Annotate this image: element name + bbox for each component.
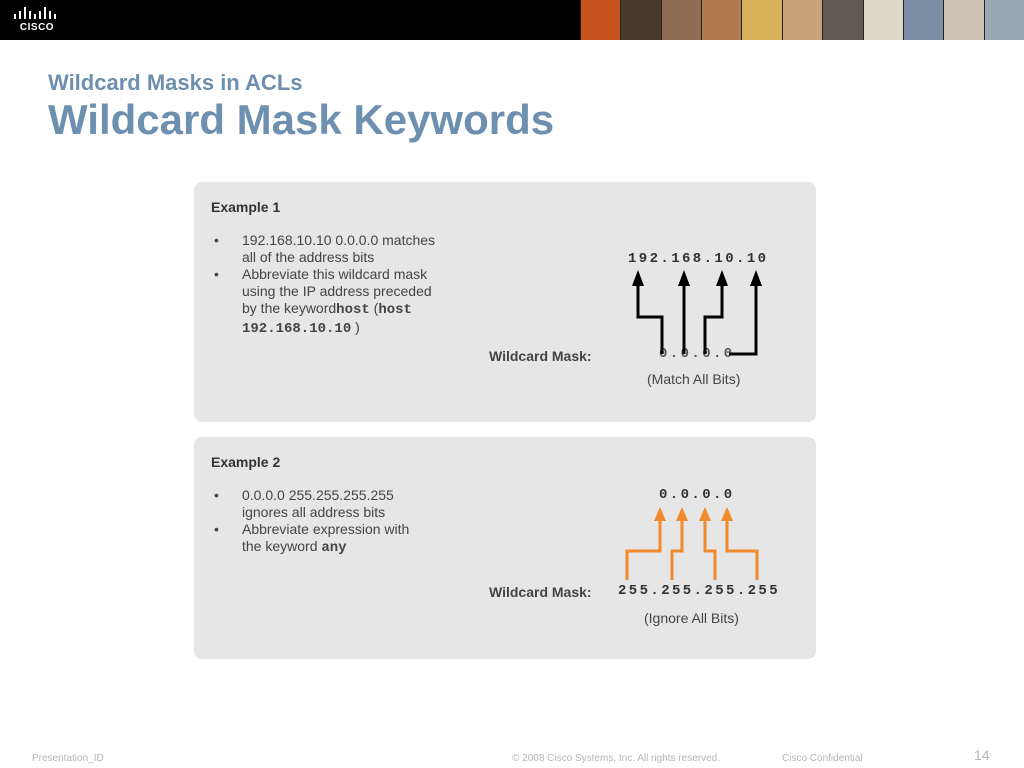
example2-mask-label: Wildcard Mask: [489, 584, 592, 600]
header-photo [983, 0, 1024, 40]
example1-caption: (Match All Bits) [647, 371, 741, 387]
list-item: 0.0.0.0 255.255.255.255 ignores all addr… [211, 487, 451, 521]
presentation-id: Presentation_ID [32, 753, 104, 764]
arrow-head [721, 507, 733, 521]
header-photo [701, 0, 742, 40]
slide-title: Wildcard Mask Keywords [48, 96, 555, 143]
slide-subtitle: Wildcard Masks in ACLs [48, 70, 303, 95]
arrow-head [750, 270, 762, 286]
bullet-text: by the keyword [242, 300, 337, 316]
example1-mask-value: 0.0.0.0 [659, 346, 735, 362]
host-address-example: 192.168.10.10 [242, 321, 352, 337]
header-photo [943, 0, 984, 40]
photo-strip [580, 0, 1024, 40]
arrow-head [654, 507, 666, 521]
header-photo [580, 0, 621, 40]
bit-arrow-line [670, 517, 684, 580]
list-item: 192.168.10.10 0.0.0.0 matches all of the… [211, 232, 451, 266]
bullet-text: 0.0.0.0 255.255.255.255 [242, 487, 394, 503]
example2-heading: Example 2 [211, 454, 281, 470]
bit-arrow-line [725, 517, 759, 580]
any-keyword: any [321, 540, 347, 556]
bullet-text: Abbreviate expression with [242, 521, 410, 537]
example2-bullets: 0.0.0.0 255.255.255.255 ignores all addr… [211, 487, 451, 557]
example1-mask-label: Wildcard Mask: [489, 348, 592, 364]
bullet-text: all of the address bits [242, 249, 375, 265]
bullet-text: using the IP address preceded [242, 283, 432, 299]
paren-close: ) [355, 319, 360, 335]
bit-arrow-line [729, 282, 758, 356]
ignore-all-bits-diagram [625, 507, 759, 580]
header-photo [781, 0, 823, 40]
arrow-head [676, 507, 688, 521]
arrow-head [678, 270, 690, 286]
copyright-notice: © 2008 Cisco Systems, Inc. All rights re… [512, 753, 721, 764]
arrow-head [699, 507, 711, 521]
header-bar: CISCO [0, 0, 1024, 40]
example1-heading: Example 1 [211, 199, 281, 215]
arrow-head [716, 270, 728, 286]
cisco-bars-icon [14, 7, 56, 19]
bit-arrow-line [703, 282, 724, 354]
example1-address: 192.168.10.10 [628, 251, 769, 267]
header-photo [660, 0, 702, 40]
example2-panel: Example 2 0.0.0.0 255.255.255.255 ignore… [194, 437, 816, 659]
header-photo [741, 0, 782, 40]
host-keyword: host [336, 302, 370, 318]
example1-panel: Example 1 192.168.10.10 0.0.0.0 matches … [194, 182, 816, 422]
confidential-label: Cisco Confidential [782, 753, 863, 764]
bit-arrow-line [625, 517, 662, 580]
bullet-text: ignores all address bits [242, 504, 386, 520]
host-keyword-example: host [378, 302, 412, 318]
example2-caption: (Ignore All Bits) [644, 610, 739, 626]
example2-address: 0.0.0.0 [659, 487, 735, 503]
bullet-text: 192.168.10.10 0.0.0.0 matches [242, 232, 436, 248]
header-photo [862, 0, 903, 40]
bit-arrow-line [636, 282, 664, 354]
header-photo [902, 0, 944, 40]
bullet-text: the keyword [242, 538, 318, 554]
header-photo [620, 0, 661, 40]
example2-mask-value: 255.255.255.255 [618, 583, 781, 599]
bullet-text: Abbreviate this wildcard mask [242, 266, 428, 282]
logo-text: CISCO [19, 22, 55, 33]
page-number: 14 [974, 747, 990, 763]
header-photo [822, 0, 863, 40]
list-item: Abbreviate this wildcard mask using the … [211, 266, 451, 338]
paren-open: ( [373, 300, 379, 316]
list-item: Abbreviate expression with the keyword a… [211, 521, 451, 557]
arrow-head [632, 270, 644, 286]
match-all-bits-diagram [632, 270, 762, 356]
bit-arrow-line [703, 517, 717, 580]
example1-bullets: 192.168.10.10 0.0.0.0 matches all of the… [211, 232, 451, 338]
cisco-logo: CISCO [10, 5, 62, 35]
